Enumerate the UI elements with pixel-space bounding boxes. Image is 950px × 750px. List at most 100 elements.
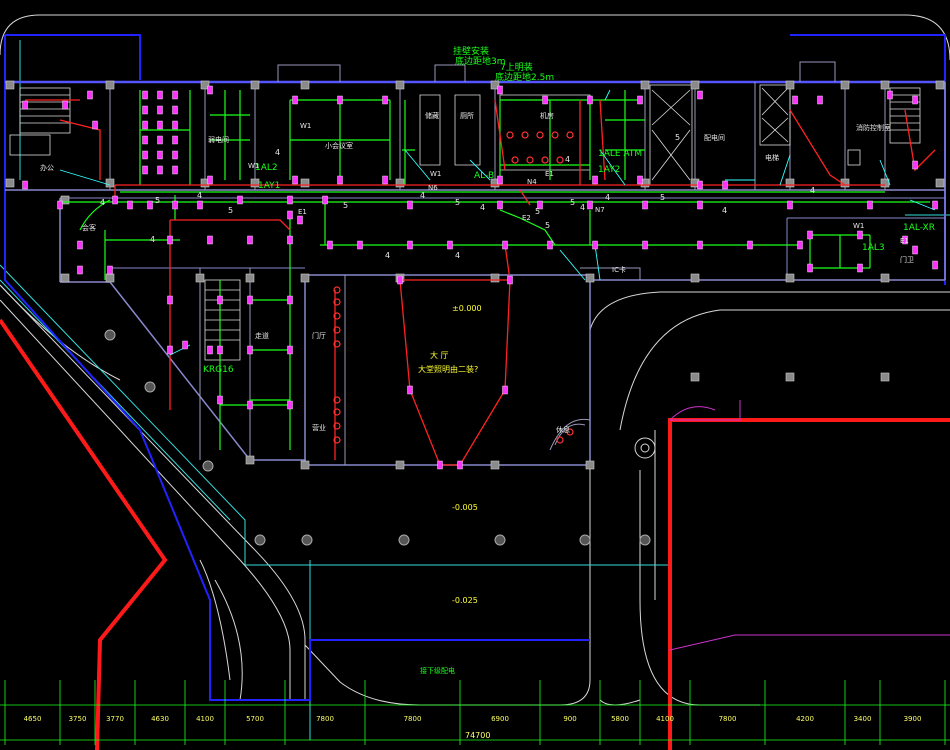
light-fixture [797, 240, 803, 250]
column [585, 460, 595, 470]
column [880, 372, 890, 382]
light-fixture [587, 200, 593, 210]
wire-count: 4 [565, 155, 570, 164]
light-fixture [497, 85, 503, 95]
light-fixture [287, 235, 293, 245]
light-fixture [292, 175, 298, 185]
column [785, 273, 795, 283]
light-fixture [287, 295, 293, 305]
column [640, 80, 650, 90]
column [245, 455, 255, 465]
light-fixture [887, 90, 893, 100]
light-fixture [22, 180, 28, 190]
column [60, 195, 70, 205]
total-dimension: 74700 [465, 731, 490, 740]
light-fixture [147, 200, 153, 210]
light-fixture [87, 90, 93, 100]
light-fixture [142, 90, 148, 100]
column [395, 178, 405, 188]
install-note-4: 底边距地2.5m [495, 71, 554, 83]
light-fixture [172, 105, 178, 115]
wire-count: 4 [150, 235, 155, 244]
light-fixture [247, 295, 253, 305]
column [935, 80, 945, 90]
light-fixture [207, 175, 213, 185]
wire-count: 4 [455, 251, 460, 260]
elevation-2: -0.005 [452, 503, 478, 512]
panel-al3: 1AL3 [862, 243, 885, 253]
room-label-9: 门卫 [900, 255, 914, 264]
column [300, 80, 310, 90]
light-fixture [542, 95, 548, 105]
dimension-text: 7800 [719, 715, 737, 723]
circuit-tag: W1 [853, 222, 864, 230]
light-fixture [62, 100, 68, 110]
column [395, 80, 405, 90]
light-fixture [22, 100, 28, 110]
circuit-tag: E1 [545, 170, 554, 178]
circuit-tag: W1 [248, 162, 259, 170]
column [195, 273, 205, 283]
light-fixture [437, 460, 443, 470]
column [490, 273, 500, 283]
light-fixture [807, 230, 813, 240]
light-fixture [357, 240, 363, 250]
circuit-tag: N7 [595, 206, 605, 214]
column [5, 80, 15, 90]
dimension-text: 3400 [854, 715, 872, 723]
light-fixture [247, 400, 253, 410]
dimension-text: 4650 [24, 715, 42, 723]
wire-count: 4 [580, 203, 585, 212]
light-fixture [197, 200, 203, 210]
column [690, 273, 700, 283]
column [105, 80, 115, 90]
light-fixture [287, 345, 293, 355]
light-fixture [722, 180, 728, 190]
light-fixture [637, 175, 643, 185]
cable-note: 接下级配电 [420, 666, 455, 675]
lobby-label: 大 厅 [430, 350, 449, 360]
light-fixture [912, 245, 918, 255]
light-fixture [217, 295, 223, 305]
room-label-5: 走道 [255, 331, 269, 340]
light-fixture [217, 345, 223, 355]
light-fixture [142, 135, 148, 145]
column [690, 372, 700, 382]
circuit-tag: E1 [298, 208, 307, 216]
column [250, 80, 260, 90]
install-note-2: 底边距地3m [455, 55, 506, 67]
column [880, 273, 890, 283]
room-label-13: 厕所 [460, 111, 474, 120]
light-fixture [857, 263, 863, 273]
column [5, 178, 15, 188]
column [880, 80, 890, 90]
light-fixture [142, 165, 148, 175]
column [105, 273, 115, 283]
light-fixture [697, 90, 703, 100]
light-fixture [547, 240, 553, 250]
dimension-text: 4200 [796, 715, 814, 723]
column [840, 80, 850, 90]
panel-al-b: AL-B [474, 171, 494, 181]
dimension-text: 900 [563, 715, 576, 723]
light-fixture [697, 200, 703, 210]
column [245, 273, 255, 283]
light-fixture [857, 230, 863, 240]
column [300, 460, 310, 470]
column [300, 273, 310, 283]
light-fixture [932, 200, 938, 210]
circuit-tag: W1 [430, 170, 441, 178]
light-fixture [407, 240, 413, 250]
light-fixture [337, 95, 343, 105]
wire-count: 4 [100, 198, 105, 207]
light-fixture [932, 260, 938, 270]
install-note-3: 7上明装 [500, 61, 533, 73]
column [60, 273, 70, 283]
wire-count: 5 [570, 198, 575, 207]
column [395, 460, 405, 470]
panel-ay1: 1AY1 [258, 181, 280, 191]
dimension-text: 7800 [404, 715, 422, 723]
room-label-6: 配电间 [704, 133, 725, 142]
wire-count: 4 [385, 251, 390, 260]
